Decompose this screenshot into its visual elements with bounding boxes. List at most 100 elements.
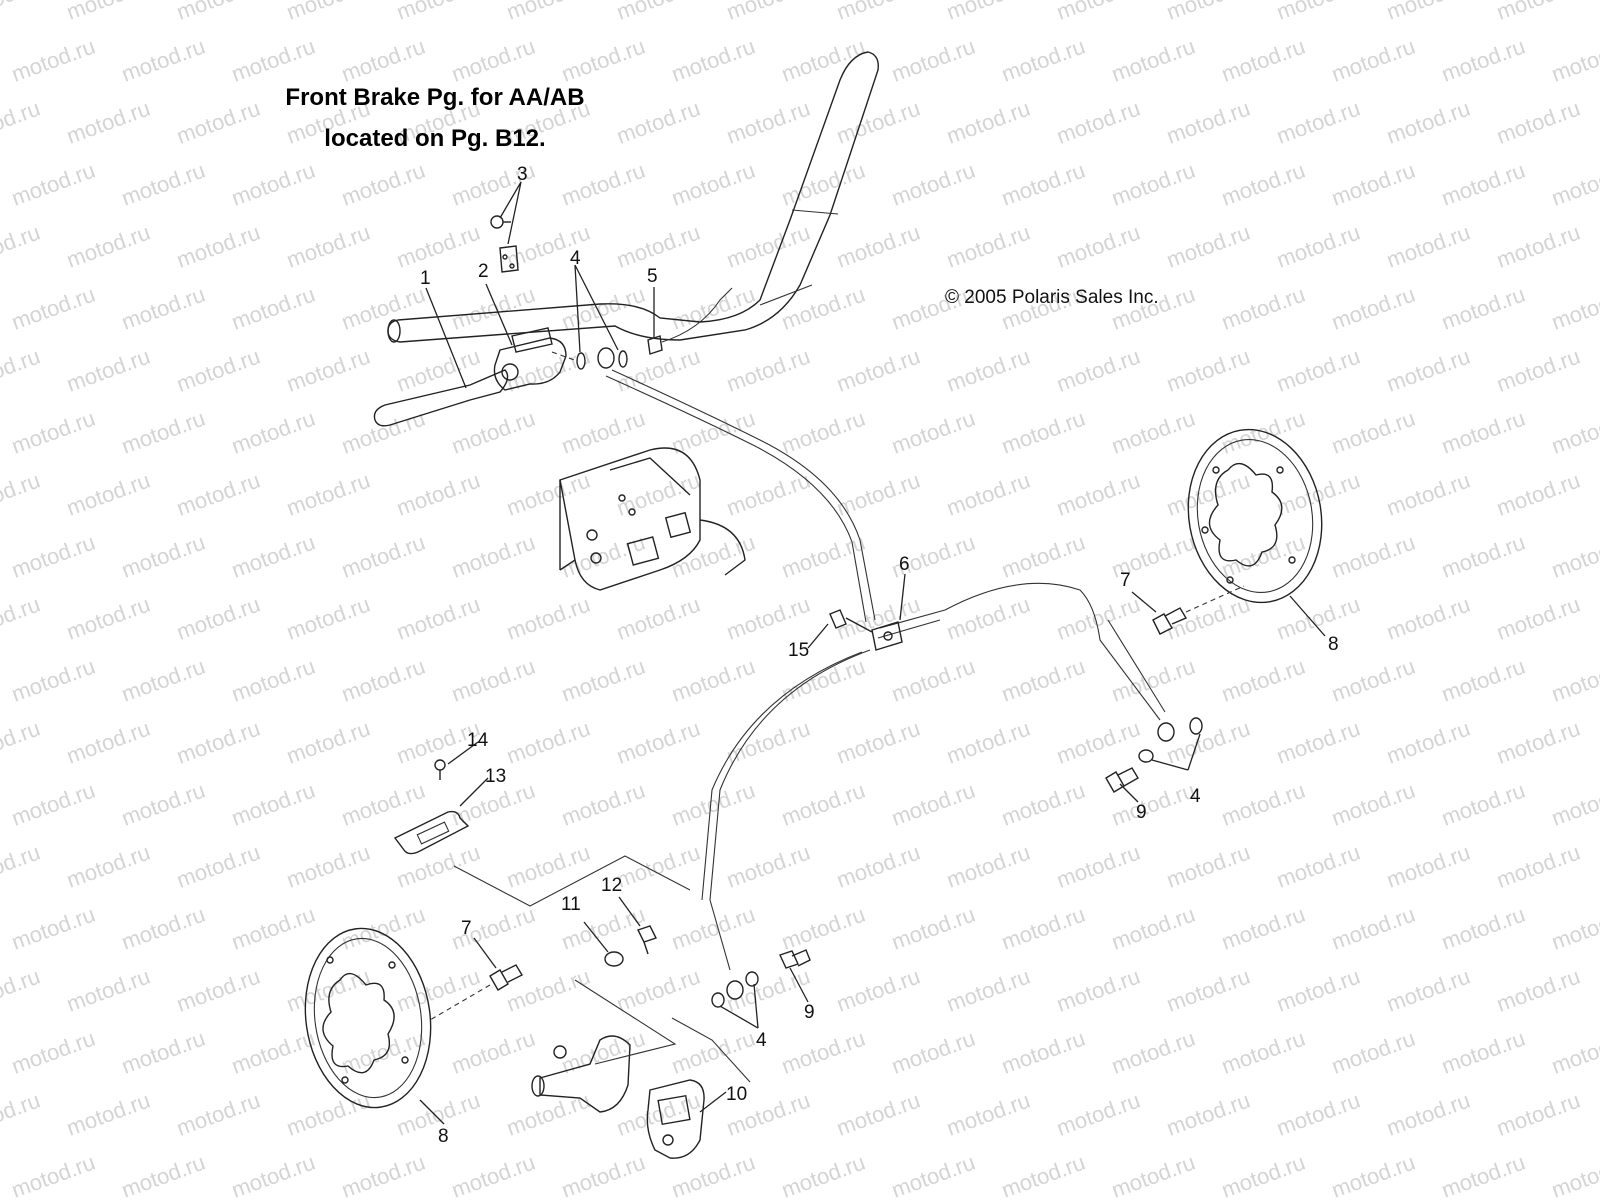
watermark-text: motod.ru xyxy=(393,840,483,893)
watermark-text: motod.ru xyxy=(998,406,1088,459)
callout-15: 15 xyxy=(788,640,809,661)
watermark-text: motod.ru xyxy=(1218,282,1308,335)
watermark-text: motod.ru xyxy=(503,964,593,1017)
watermark-text: motod.ru xyxy=(1328,778,1418,831)
part-6-junction-block xyxy=(871,621,903,651)
watermark-text: motod.ru xyxy=(63,0,153,25)
watermark-text: motod.ru xyxy=(1053,220,1143,273)
watermark-text: motod.ru xyxy=(1163,840,1253,893)
callout-13: 13 xyxy=(485,766,506,787)
watermark-text: motod.ru xyxy=(943,220,1033,273)
watermark-text: motod.ru xyxy=(503,468,593,521)
watermark-text: motod.ru xyxy=(1163,468,1253,521)
watermark-text: motod.ru xyxy=(173,1088,263,1141)
watermark-text: motod.ru xyxy=(888,1026,978,1079)
watermark-text: motod.ru xyxy=(998,530,1088,583)
watermark-text: motod.ru xyxy=(1273,592,1363,645)
watermark-text: motod.ru xyxy=(1053,96,1143,149)
watermark-text: motod.ru xyxy=(173,96,263,149)
watermark-text: motod.ru xyxy=(1383,1088,1473,1141)
watermark-text: motod.ru xyxy=(338,406,428,459)
watermark-text: motod.ru xyxy=(1053,964,1143,1017)
watermark-text: motod.ru xyxy=(998,1150,1088,1200)
callout-labels: 1 2 3 4 5 6 15 7 8 9 4 14 13 11 12 7 9 4… xyxy=(420,164,1339,1147)
watermark-text: motod.ru xyxy=(723,716,813,769)
watermark-text: motod.ru xyxy=(0,468,43,521)
watermark-text: motod.ru xyxy=(228,778,318,831)
watermark-text: motod.ru xyxy=(283,220,373,273)
watermark-text: motod.ru xyxy=(1383,592,1473,645)
watermark-text: motod.ru xyxy=(1438,34,1528,87)
watermark-text: motod.ru xyxy=(558,158,648,211)
watermark-text: motod.ru xyxy=(63,96,153,149)
watermark-text: motod.ru xyxy=(448,530,538,583)
handlebar xyxy=(387,51,879,343)
watermark-text: motod.ru xyxy=(778,1150,868,1200)
part-7-rotor-bolt-left xyxy=(429,964,523,1021)
watermark-text: motod.ru xyxy=(1493,344,1583,397)
watermark-text: motod.ru xyxy=(0,592,43,645)
watermark-text: motod.ru xyxy=(1053,592,1143,645)
watermark-text: motod.ru xyxy=(393,344,483,397)
part-15-bolt xyxy=(829,609,873,633)
watermark-text: motod.ru xyxy=(8,1026,98,1079)
watermark-text: motod.ru xyxy=(1328,530,1418,583)
watermark-text: motod.ru xyxy=(1383,96,1473,149)
watermark-text: motod.ru xyxy=(943,716,1033,769)
watermark-text: motod.ru xyxy=(833,840,923,893)
watermark-text: motod.ru xyxy=(283,840,373,893)
watermark-text: motod.ru xyxy=(1273,96,1363,149)
watermark-text: motod.ru xyxy=(1053,1088,1143,1141)
watermark-text: motod.ru xyxy=(1493,0,1583,25)
watermark-text: motod.ru xyxy=(558,530,648,583)
watermark-text: motod.ru xyxy=(888,406,978,459)
part-7-rotor-bolt-right xyxy=(1152,585,1245,635)
watermark-text: motod.ru xyxy=(393,220,483,273)
watermark-text: motod.ru xyxy=(283,0,373,25)
watermark-text: motod.ru xyxy=(778,1026,868,1079)
watermark-text: motod.ru xyxy=(338,530,428,583)
watermark-text: motod.ru xyxy=(943,964,1033,1017)
watermark-text: motod.ru xyxy=(1163,96,1253,149)
watermark-text: motod.ru xyxy=(1383,964,1473,1017)
callout-8-right: 8 xyxy=(1328,634,1339,655)
watermark-text: motod.ru xyxy=(63,592,153,645)
watermark-text: motod.ru xyxy=(338,34,428,87)
brake-line xyxy=(605,369,1166,971)
watermark-text: motod.ru xyxy=(1548,1026,1600,1079)
watermark-text: motod.ru xyxy=(778,902,868,955)
watermark-text: motod.ru xyxy=(888,902,978,955)
watermark-text: motod.ru xyxy=(448,282,538,335)
watermark-text: motod.ru xyxy=(503,592,593,645)
watermark-text: motod.ru xyxy=(1218,1026,1308,1079)
watermark-text: motod.ru xyxy=(63,1088,153,1141)
watermark-text: motod.ru xyxy=(1218,34,1308,87)
watermark-text: motod.ru xyxy=(393,468,483,521)
part-4-washers-right xyxy=(1138,717,1203,763)
watermark-text: motod.ru xyxy=(8,406,98,459)
watermark-text: motod.ru xyxy=(943,96,1033,149)
callout-2: 2 xyxy=(478,261,489,282)
watermark-text: motod.ru xyxy=(1493,964,1583,1017)
watermark-text: motod.ru xyxy=(1108,158,1198,211)
watermark-text: motod.ru xyxy=(613,592,703,645)
steering-knuckle xyxy=(531,1035,631,1113)
watermark-text: motod.ru xyxy=(1548,530,1600,583)
part-9-banjo-bolt-right xyxy=(1105,767,1139,793)
watermark-text: motod.ru xyxy=(1328,158,1418,211)
watermark-text: motod.ru xyxy=(173,716,263,769)
part-10-brake-caliper xyxy=(646,1079,705,1159)
part-4-washers-left xyxy=(711,971,759,1008)
callout-6: 6 xyxy=(899,554,910,575)
watermark-text: motod.ru xyxy=(0,96,43,149)
watermark-text: motod.ru xyxy=(228,406,318,459)
watermark-text: motod.ru xyxy=(1328,1026,1418,1079)
watermark-text: motod.ru xyxy=(1163,220,1253,273)
part-12-bolt xyxy=(637,925,657,955)
watermark-text: motod.ru xyxy=(613,840,703,893)
watermark-text: motod.ru xyxy=(1273,716,1363,769)
watermark-text: motod.ru xyxy=(1328,282,1418,335)
watermark-text: motod.ru xyxy=(778,654,868,707)
watermark-text: motod.ru xyxy=(173,344,263,397)
watermark-text: motod.ru xyxy=(1548,34,1600,87)
